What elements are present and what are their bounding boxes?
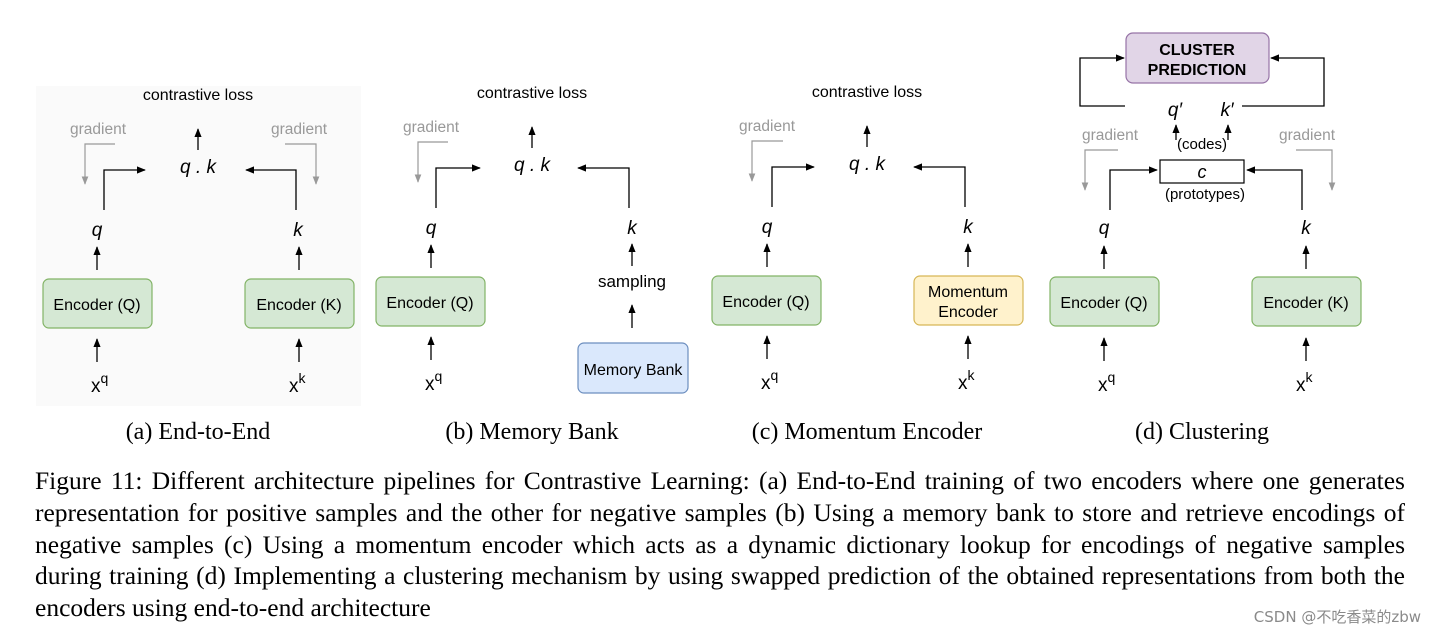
q-prime-label: q′ [1168,100,1184,121]
q-arrow [435,164,481,208]
subfigure-caption: (b) Memory Bank [445,419,618,445]
gradient-label: gradient [271,121,328,138]
key-input: xk [958,367,976,394]
codes-label: (codes) [1177,136,1227,153]
loss-label: contrastive loss [477,85,587,102]
k-label: k [1301,218,1312,239]
gradient-label: gradient [70,121,127,138]
gradient-arrow [81,143,115,185]
gradient-arrow [285,143,320,185]
cluster-prediction-line2: PREDICTION [1148,62,1247,79]
architecture-diagram: contrastive loss q . k gradient gradient… [36,32,1362,445]
similarity-label: q . k [849,154,886,175]
k-arrow [245,166,297,210]
key-encoder-box [244,278,355,329]
subfigure-caption: (a) End-to-End [126,419,271,445]
panel-memory-bank: contrastive loss q . k gradient q k Enco… [375,85,689,445]
q-label: q [92,220,103,241]
q-label: q [1099,218,1110,239]
k-arrow [577,164,630,208]
similarity-label: q . k [180,157,217,178]
k-label: k [293,220,304,241]
prototypes-symbol: c [1198,162,1207,182]
k-label: k [963,217,974,238]
gradient-label: gradient [739,118,796,135]
query-input: xq [1098,369,1115,396]
subfigure-caption: (c) Momentum Encoder [752,419,983,445]
query-encoder-label: Encoder (Q) [386,295,473,312]
query-encoder-box [42,278,153,329]
query-encoder-box [711,275,822,326]
gradient-arrow [1081,149,1118,191]
gradient-arrow [1296,149,1336,191]
q-label: q [762,217,773,238]
figure-caption: Figure 11: Different architecture pipeli… [35,466,1405,623]
similarity-label: q . k [514,155,551,176]
key-encoder-box [1251,276,1362,327]
key-encoder-label: Encoder (K) [1263,295,1348,312]
panel-end-to-end: contrastive loss q . k gradient gradient… [36,86,361,445]
memory-bank-label: Memory Bank [584,362,684,379]
momentum-encoder-label-line1: Momentum [928,284,1008,301]
gradient-label: gradient [1279,127,1336,144]
sampling-label: sampling [598,272,666,291]
cluster-prediction-line1: CLUSTER [1159,42,1235,59]
prototypes-box [1159,159,1245,184]
query-encoder-label: Encoder (Q) [722,294,809,311]
panel-momentum-encoder: contrastive loss q . k gradient q k Enco… [711,84,1024,445]
watermark: CSDN @不吃香菜的zbw [1253,608,1421,626]
gradient-label: gradient [1082,127,1139,144]
gradient-label: gradient [403,119,460,136]
query-input: xq [91,370,108,397]
k-label: k [627,218,638,239]
q-arrow [771,163,815,207]
panel-clustering: CLUSTER PREDICTION q′ k′ (codes) gradien… [1049,32,1362,445]
momentum-encoder-box [913,275,1024,326]
k-prime-label: k′ [1220,100,1235,121]
q-arrow [103,166,146,210]
k-arrow [1246,166,1303,210]
loss-label: contrastive loss [812,84,922,101]
subfigure-caption: (d) Clustering [1135,419,1269,445]
k-arrow [913,163,966,207]
loss-label: contrastive loss [143,87,253,104]
gradient-arrow [748,140,783,182]
left-loop-arrow [1079,54,1125,107]
key-encoder-label: Encoder (K) [256,297,341,314]
key-input: xk [289,370,307,397]
query-input: xq [425,368,442,395]
query-encoder-box [375,276,486,327]
q-label: q [426,218,437,239]
right-loop-arrow [1242,54,1325,107]
gradient-arrow [414,141,448,183]
query-encoder-label: Encoder (Q) [53,297,140,314]
prototypes-label: (prototypes) [1165,186,1245,203]
query-encoder-box [1049,276,1160,327]
q-arrow [1109,166,1158,210]
cluster-prediction-box [1125,32,1270,84]
query-encoder-label: Encoder (Q) [1060,295,1147,312]
query-input: xq [761,367,778,394]
key-input: xk [1296,369,1314,396]
momentum-encoder-label-line2: Encoder [938,304,998,321]
memory-bank-box [577,342,689,394]
